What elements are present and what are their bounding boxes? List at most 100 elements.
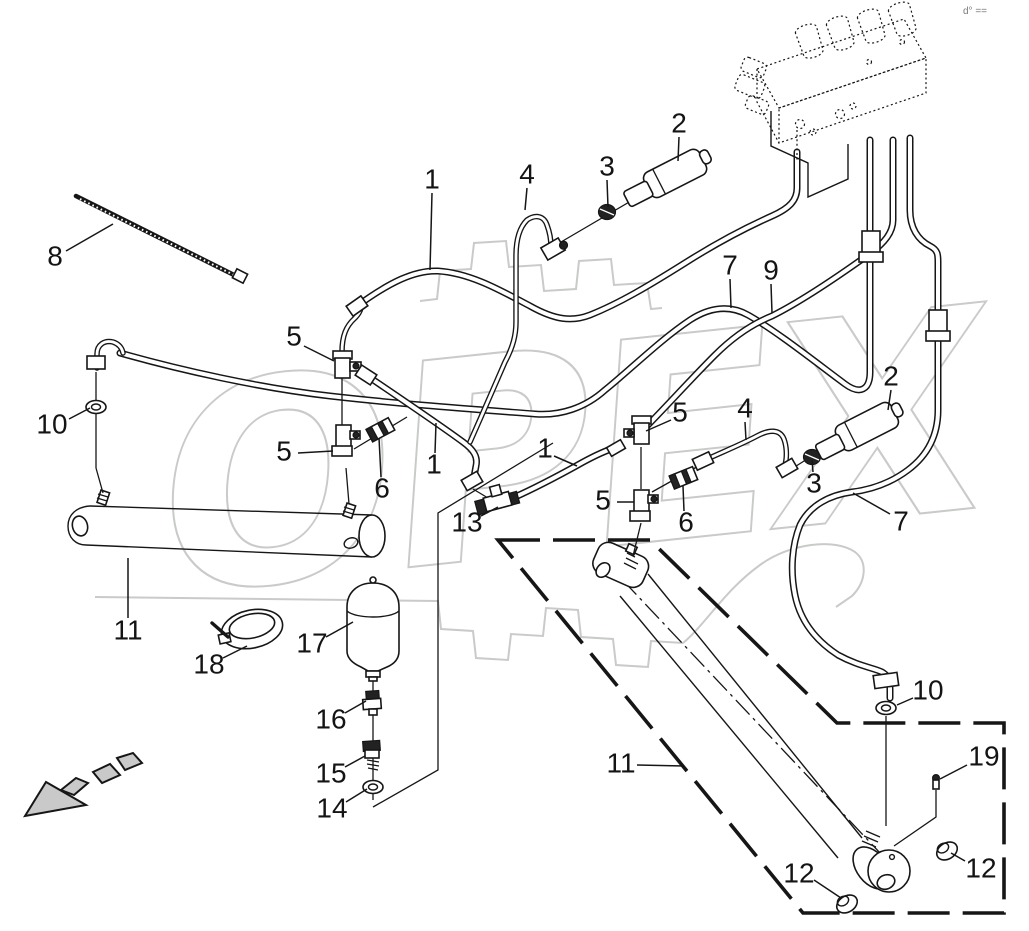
callout-label[interactable]: 9	[763, 254, 779, 285]
pipe-nut	[539, 236, 569, 262]
cylinder-pin-hole	[595, 561, 611, 579]
elbow-nut	[460, 470, 484, 492]
watermark-gear-bottom	[94, 543, 865, 669]
hose-ferrule	[354, 363, 378, 387]
callout-label[interactable]: 1	[426, 448, 442, 479]
callout-leader	[939, 764, 968, 780]
callout-leader	[852, 492, 891, 515]
callout-leader	[345, 788, 368, 803]
callout-leader	[65, 223, 114, 252]
pipe-4-top-core	[468, 215, 553, 444]
callout-label[interactable]: 18	[193, 648, 224, 679]
callout-leader	[325, 621, 354, 638]
callout-leader	[813, 879, 842, 899]
t-fitting-13	[474, 483, 521, 516]
callout-label[interactable]: 10	[912, 674, 943, 705]
callout-label[interactable]: 5	[286, 320, 302, 351]
callout-label[interactable]: 7	[722, 249, 738, 280]
hose-ferrule	[691, 450, 715, 472]
callout-label[interactable]: 5	[672, 396, 688, 427]
riser-fitting	[858, 230, 884, 263]
rod-end-eye	[852, 830, 911, 893]
callout-label[interactable]: 3	[599, 150, 615, 181]
callout-label[interactable]: 14	[316, 792, 347, 823]
mounting-bracket	[770, 111, 849, 199]
callout-leader	[553, 455, 578, 467]
callout-label[interactable]: 6	[374, 472, 390, 503]
t-fitting-5	[332, 350, 362, 379]
callout-label[interactable]: 4	[737, 392, 753, 423]
bushing-cap	[935, 841, 959, 861]
callout-leader	[344, 700, 367, 714]
direction-arrow	[22, 751, 144, 818]
callout-label[interactable]: 6	[678, 506, 694, 537]
fitting-16	[361, 689, 383, 716]
callout-leader	[606, 179, 609, 208]
callout-leader	[434, 422, 437, 454]
valve-block	[734, 1, 927, 199]
callout-label[interactable]: 16	[315, 703, 346, 734]
corner-mark: d° ==	[963, 6, 987, 17]
callout-leader	[68, 407, 91, 420]
callout-label[interactable]: 5	[276, 435, 292, 466]
damper-2	[814, 401, 904, 461]
callout-label[interactable]: 11	[113, 614, 142, 645]
callout-leader	[378, 437, 382, 478]
connector-6	[365, 416, 396, 443]
callout-leader	[811, 459, 814, 473]
cylinder-centerline	[599, 555, 899, 873]
callout-leader	[770, 283, 773, 314]
detail-boundary-dashed	[494, 538, 1006, 915]
callout-leader	[429, 192, 433, 271]
t-fitting-5	[623, 415, 652, 445]
callout-label[interactable]: 12	[965, 852, 996, 883]
hose-ferrule	[605, 438, 627, 458]
elbow-nut	[872, 671, 900, 690]
callout-label[interactable]: 10	[36, 408, 67, 439]
callout-leader	[303, 345, 335, 362]
callout-label[interactable]: 15	[315, 757, 346, 788]
callout-label[interactable]: 19	[968, 740, 999, 771]
callout-leader	[950, 852, 966, 862]
grease-nipple	[893, 773, 940, 847]
callout-leader	[744, 421, 747, 441]
callout-leader	[480, 506, 499, 517]
cable-tie	[73, 193, 249, 285]
riser-fitting	[925, 309, 951, 342]
hose-1-upper-core	[355, 150, 799, 321]
section-border	[372, 442, 554, 808]
bleed-screw-15	[362, 739, 381, 771]
connector-6	[668, 465, 699, 491]
callout-label[interactable]: 2	[671, 107, 687, 138]
callout-leader	[344, 755, 366, 768]
callout-label[interactable]: 17	[296, 627, 327, 658]
seal-washer-10-right	[875, 700, 897, 716]
callout-label[interactable]: 5	[595, 484, 611, 515]
nut-3	[597, 203, 617, 221]
callout-label[interactable]: 13	[451, 506, 482, 537]
clamp-ring	[210, 608, 284, 650]
callout-leader	[729, 278, 732, 309]
callout-label[interactable]: 2	[883, 360, 899, 391]
callout-label[interactable]: 8	[47, 240, 63, 271]
callout-leader	[636, 764, 685, 767]
t-fitting-5	[629, 489, 659, 522]
hoses	[94, 134, 942, 702]
hose-ferrule	[345, 294, 369, 318]
watermark: OPEX	[94, 239, 998, 669]
hose-7-core	[118, 138, 872, 417]
callout-label[interactable]: 12	[783, 857, 814, 888]
callout-leader	[896, 697, 914, 706]
callout-label[interactable]: 7	[893, 505, 909, 536]
hose-1-center-core	[364, 373, 479, 479]
callout-label[interactable]: 1	[424, 163, 440, 194]
callout-label[interactable]: 4	[519, 158, 535, 189]
callout-label[interactable]: 3	[806, 467, 822, 498]
elbow-left-core	[95, 340, 125, 370]
seal-washer-14	[362, 779, 384, 795]
callout-label[interactable]: 1	[537, 432, 553, 463]
callout-leader	[297, 450, 334, 454]
callout-label[interactable]: 11	[606, 747, 635, 778]
hose-7-right-core	[790, 136, 940, 700]
